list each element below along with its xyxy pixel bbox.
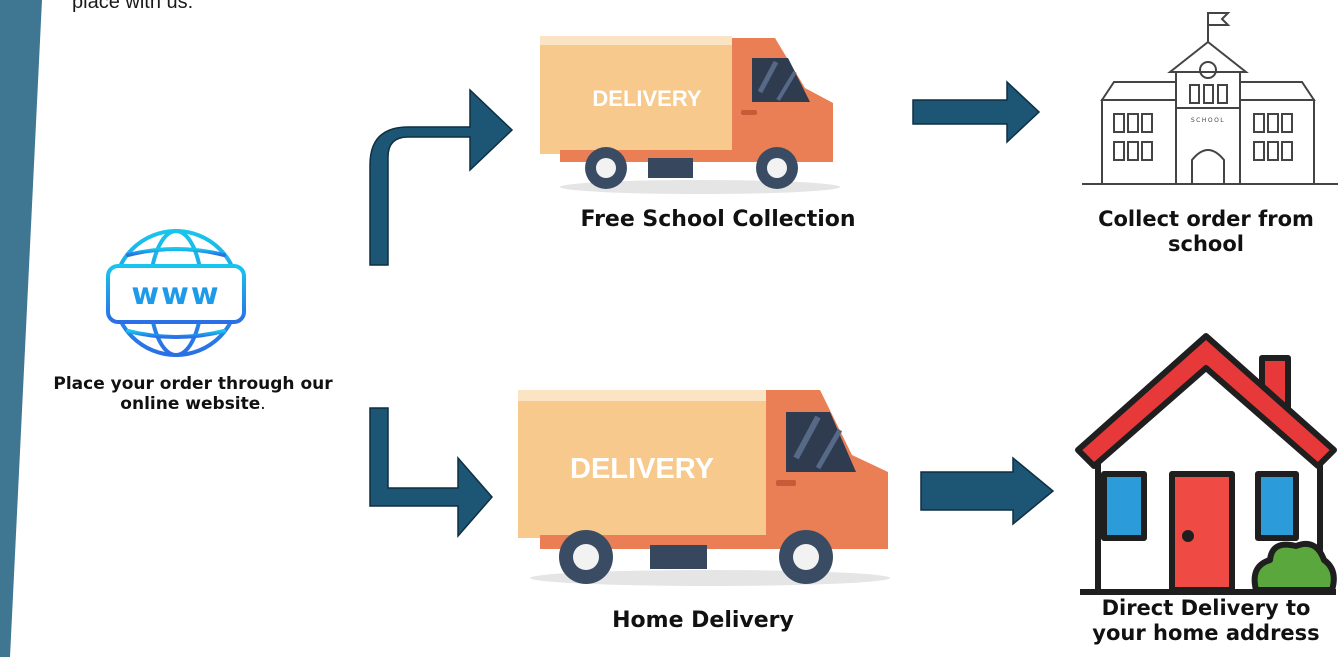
start-label-link-text: online website <box>120 394 261 415</box>
intro-text: place with us: <box>72 0 194 13</box>
arrow-to-school-collection <box>369 88 514 266</box>
arrow-to-home <box>920 456 1055 526</box>
collect-label-line2: school <box>1168 232 1244 257</box>
truck-icon-bottom: DELIVERY <box>518 390 890 586</box>
school-building-icon: SCHOOL <box>1082 12 1338 185</box>
direct-label-line2: your home address <box>1092 621 1320 646</box>
collect-label-line1: Collect order from <box>1098 207 1314 231</box>
direct-delivery-label: Direct Delivery to your home address <box>1070 596 1340 646</box>
school-sign: SCHOOL <box>1191 117 1225 124</box>
truck-top-text: DELIVERY <box>592 86 702 111</box>
start-label: Place your order through our online webs… <box>4 374 382 415</box>
left-accent-bar <box>0 0 42 657</box>
collect-from-school-label: Collect order from school <box>1070 207 1340 257</box>
home-delivery-label: Home Delivery <box>612 608 794 633</box>
truck-bottom-text: DELIVERY <box>570 453 714 485</box>
direct-label-line1: Direct Delivery to <box>1101 596 1311 620</box>
start-label-line1: Place your order through our <box>53 374 333 394</box>
house-icon <box>1075 333 1337 595</box>
arrow-to-school <box>912 80 1041 144</box>
start-label-period: . <box>260 394 266 415</box>
free-school-collection-label: Free School Collection <box>580 207 856 232</box>
svg-text:www: www <box>131 277 220 312</box>
start-label-line2: online website. <box>4 394 382 414</box>
arrow-to-home-delivery <box>369 407 493 539</box>
globe-www-icon: www <box>106 229 246 357</box>
truck-icon-top: DELIVERY <box>540 36 840 194</box>
